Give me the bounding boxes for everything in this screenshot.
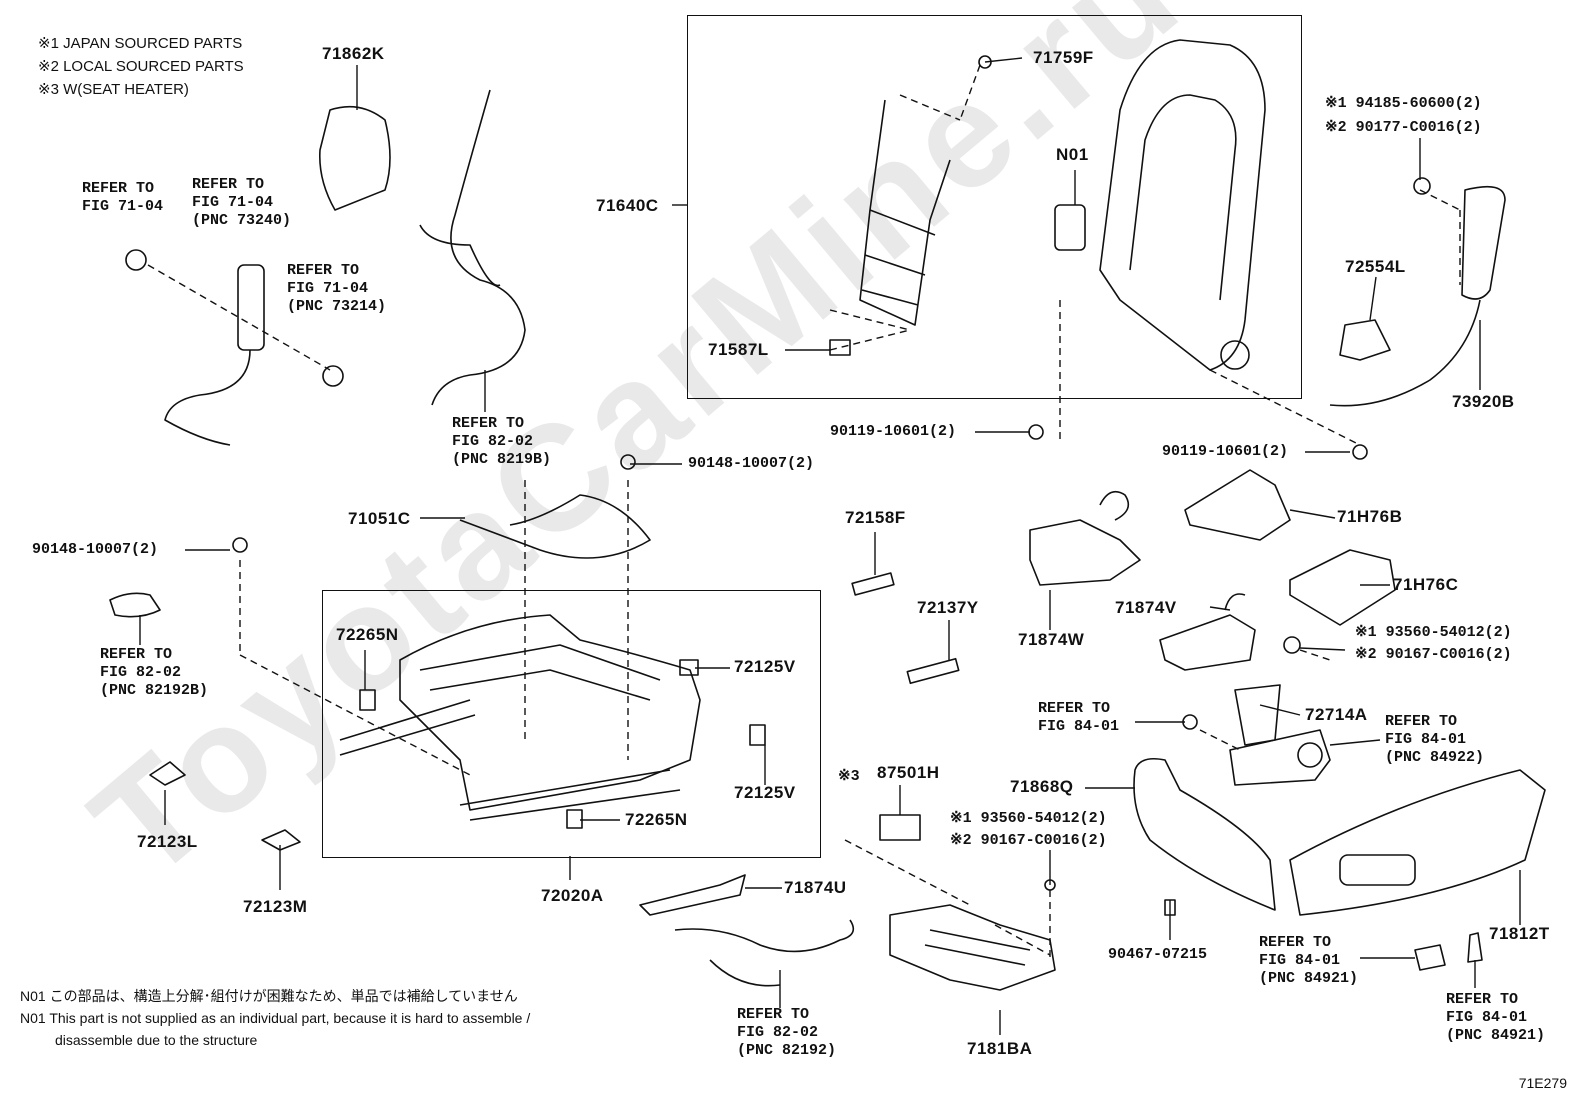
- refer-fig-71-04-a[interactable]: REFER TO FIG 71-04: [82, 180, 164, 215]
- legend: ※1 JAPAN SOURCED PARTS ※2 LOCAL SOURCED …: [38, 32, 244, 101]
- cushion-frame-group-box: [322, 590, 821, 858]
- label-87501H[interactable]: 87501H: [877, 763, 940, 782]
- legend-item-local: ※2 LOCAL SOURCED PARTS: [38, 58, 244, 75]
- note-english-line2: disassemble due to the structure: [55, 1032, 258, 1048]
- label-72125V-b[interactable]: 72125V: [734, 783, 796, 802]
- label-71874V[interactable]: 71874V: [1115, 598, 1177, 617]
- refer-fig-82-02-b[interactable]: REFER TO FIG 82-02 (PNC 82192B): [100, 646, 209, 699]
- label-71640C[interactable]: 71640C: [596, 196, 659, 215]
- cover-71862K-shape: [318, 105, 391, 211]
- refer-fig-71-04-b[interactable]: REFER TO FIG 71-04 (PNC 73240): [192, 176, 292, 229]
- label-90119-10601-b[interactable]: 90119-10601(2): [1162, 443, 1289, 460]
- label-90177-C0016[interactable]: ※2 90177-C0016(2): [1325, 119, 1482, 136]
- label-72137Y[interactable]: 72137Y: [917, 598, 979, 617]
- note-japanese: N01 この部品は、構造上分解･組付けが困難なため、単品では補給していません: [20, 988, 518, 1004]
- label-7181BA[interactable]: 7181BA: [967, 1039, 1033, 1058]
- label-72125V-a[interactable]: 72125V: [734, 657, 796, 676]
- refer-fig-82-02-a[interactable]: REFER TO FIG 82-02 (PNC 8219B): [452, 415, 552, 468]
- label-72265N-b[interactable]: 72265N: [625, 810, 688, 829]
- label-72714A[interactable]: 72714A: [1305, 705, 1368, 724]
- label-87501H-mark: ※3: [838, 768, 860, 785]
- label-72123L[interactable]: 72123L: [137, 832, 198, 851]
- label-71812T[interactable]: 71812T: [1489, 924, 1550, 943]
- legend-item-japan: ※1 JAPAN SOURCED PARTS: [38, 35, 243, 52]
- label-71759F[interactable]: 71759F: [1033, 48, 1094, 67]
- refer-fig-84-01-c[interactable]: REFER TO FIG 84-01 (PNC 84921): [1259, 934, 1359, 987]
- refer-fig-71-04-c[interactable]: REFER TO FIG 71-04 (PNC 73214): [287, 262, 387, 315]
- label-72554L[interactable]: 72554L: [1345, 257, 1406, 276]
- label-90148-10007-a[interactable]: 90148-10007(2): [688, 455, 815, 472]
- label-71874U[interactable]: 71874U: [784, 878, 847, 897]
- label-90167-C0016-a[interactable]: ※2 90167-C0016(2): [1355, 646, 1512, 663]
- label-93560-54012-a[interactable]: ※1 93560-54012(2): [1355, 624, 1512, 641]
- label-72123M[interactable]: 72123M: [243, 897, 308, 916]
- label-93560-54012-b[interactable]: ※1 93560-54012(2): [950, 810, 1107, 827]
- legend-item-heater: ※3 W(SEAT HEATER): [38, 81, 189, 98]
- figure-code: 71E279: [1518, 1075, 1567, 1091]
- label-90119-10601-a[interactable]: 90119-10601(2): [830, 423, 957, 440]
- note-english-line1: N01 This part is not supplied as an indi…: [20, 1010, 531, 1026]
- label-94185-60600[interactable]: ※1 94185-60600(2): [1325, 95, 1482, 112]
- label-71874W[interactable]: 71874W: [1018, 630, 1085, 649]
- label-72265N-a[interactable]: 72265N: [336, 625, 399, 644]
- label-72020A[interactable]: 72020A: [541, 886, 604, 905]
- refer-fig-82-02-c[interactable]: REFER TO FIG 82-02 (PNC 82192): [737, 1006, 837, 1059]
- label-72158F[interactable]: 72158F: [845, 508, 906, 527]
- label-90167-C0016-b[interactable]: ※2 90167-C0016(2): [950, 832, 1107, 849]
- refer-fig-84-01-a[interactable]: REFER TO FIG 84-01: [1038, 700, 1120, 735]
- label-71H76B[interactable]: 71H76B: [1337, 507, 1403, 526]
- label-71587L[interactable]: 71587L: [708, 340, 769, 359]
- label-N01[interactable]: N01: [1056, 145, 1089, 164]
- label-71H76C[interactable]: 71H76C: [1393, 575, 1459, 594]
- seatback-frame-group-box: [687, 15, 1302, 399]
- refer-fig-84-01-d[interactable]: REFER TO FIG 84-01 (PNC 84921): [1446, 991, 1546, 1044]
- label-90467-07215[interactable]: 90467-07215: [1108, 946, 1208, 963]
- label-71868Q[interactable]: 71868Q: [1010, 777, 1074, 796]
- label-90148-10007-b[interactable]: 90148-10007(2): [32, 541, 159, 558]
- footnotes: N01 この部品は、構造上分解･組付けが困難なため、単品では補給していません N…: [20, 985, 530, 1051]
- label-71051C[interactable]: 71051C: [348, 509, 411, 528]
- refer-fig-84-01-b[interactable]: REFER TO FIG 84-01 (PNC 84922): [1385, 713, 1485, 766]
- label-71862K[interactable]: 71862K: [322, 44, 385, 63]
- label-73920B[interactable]: 73920B: [1452, 392, 1515, 411]
